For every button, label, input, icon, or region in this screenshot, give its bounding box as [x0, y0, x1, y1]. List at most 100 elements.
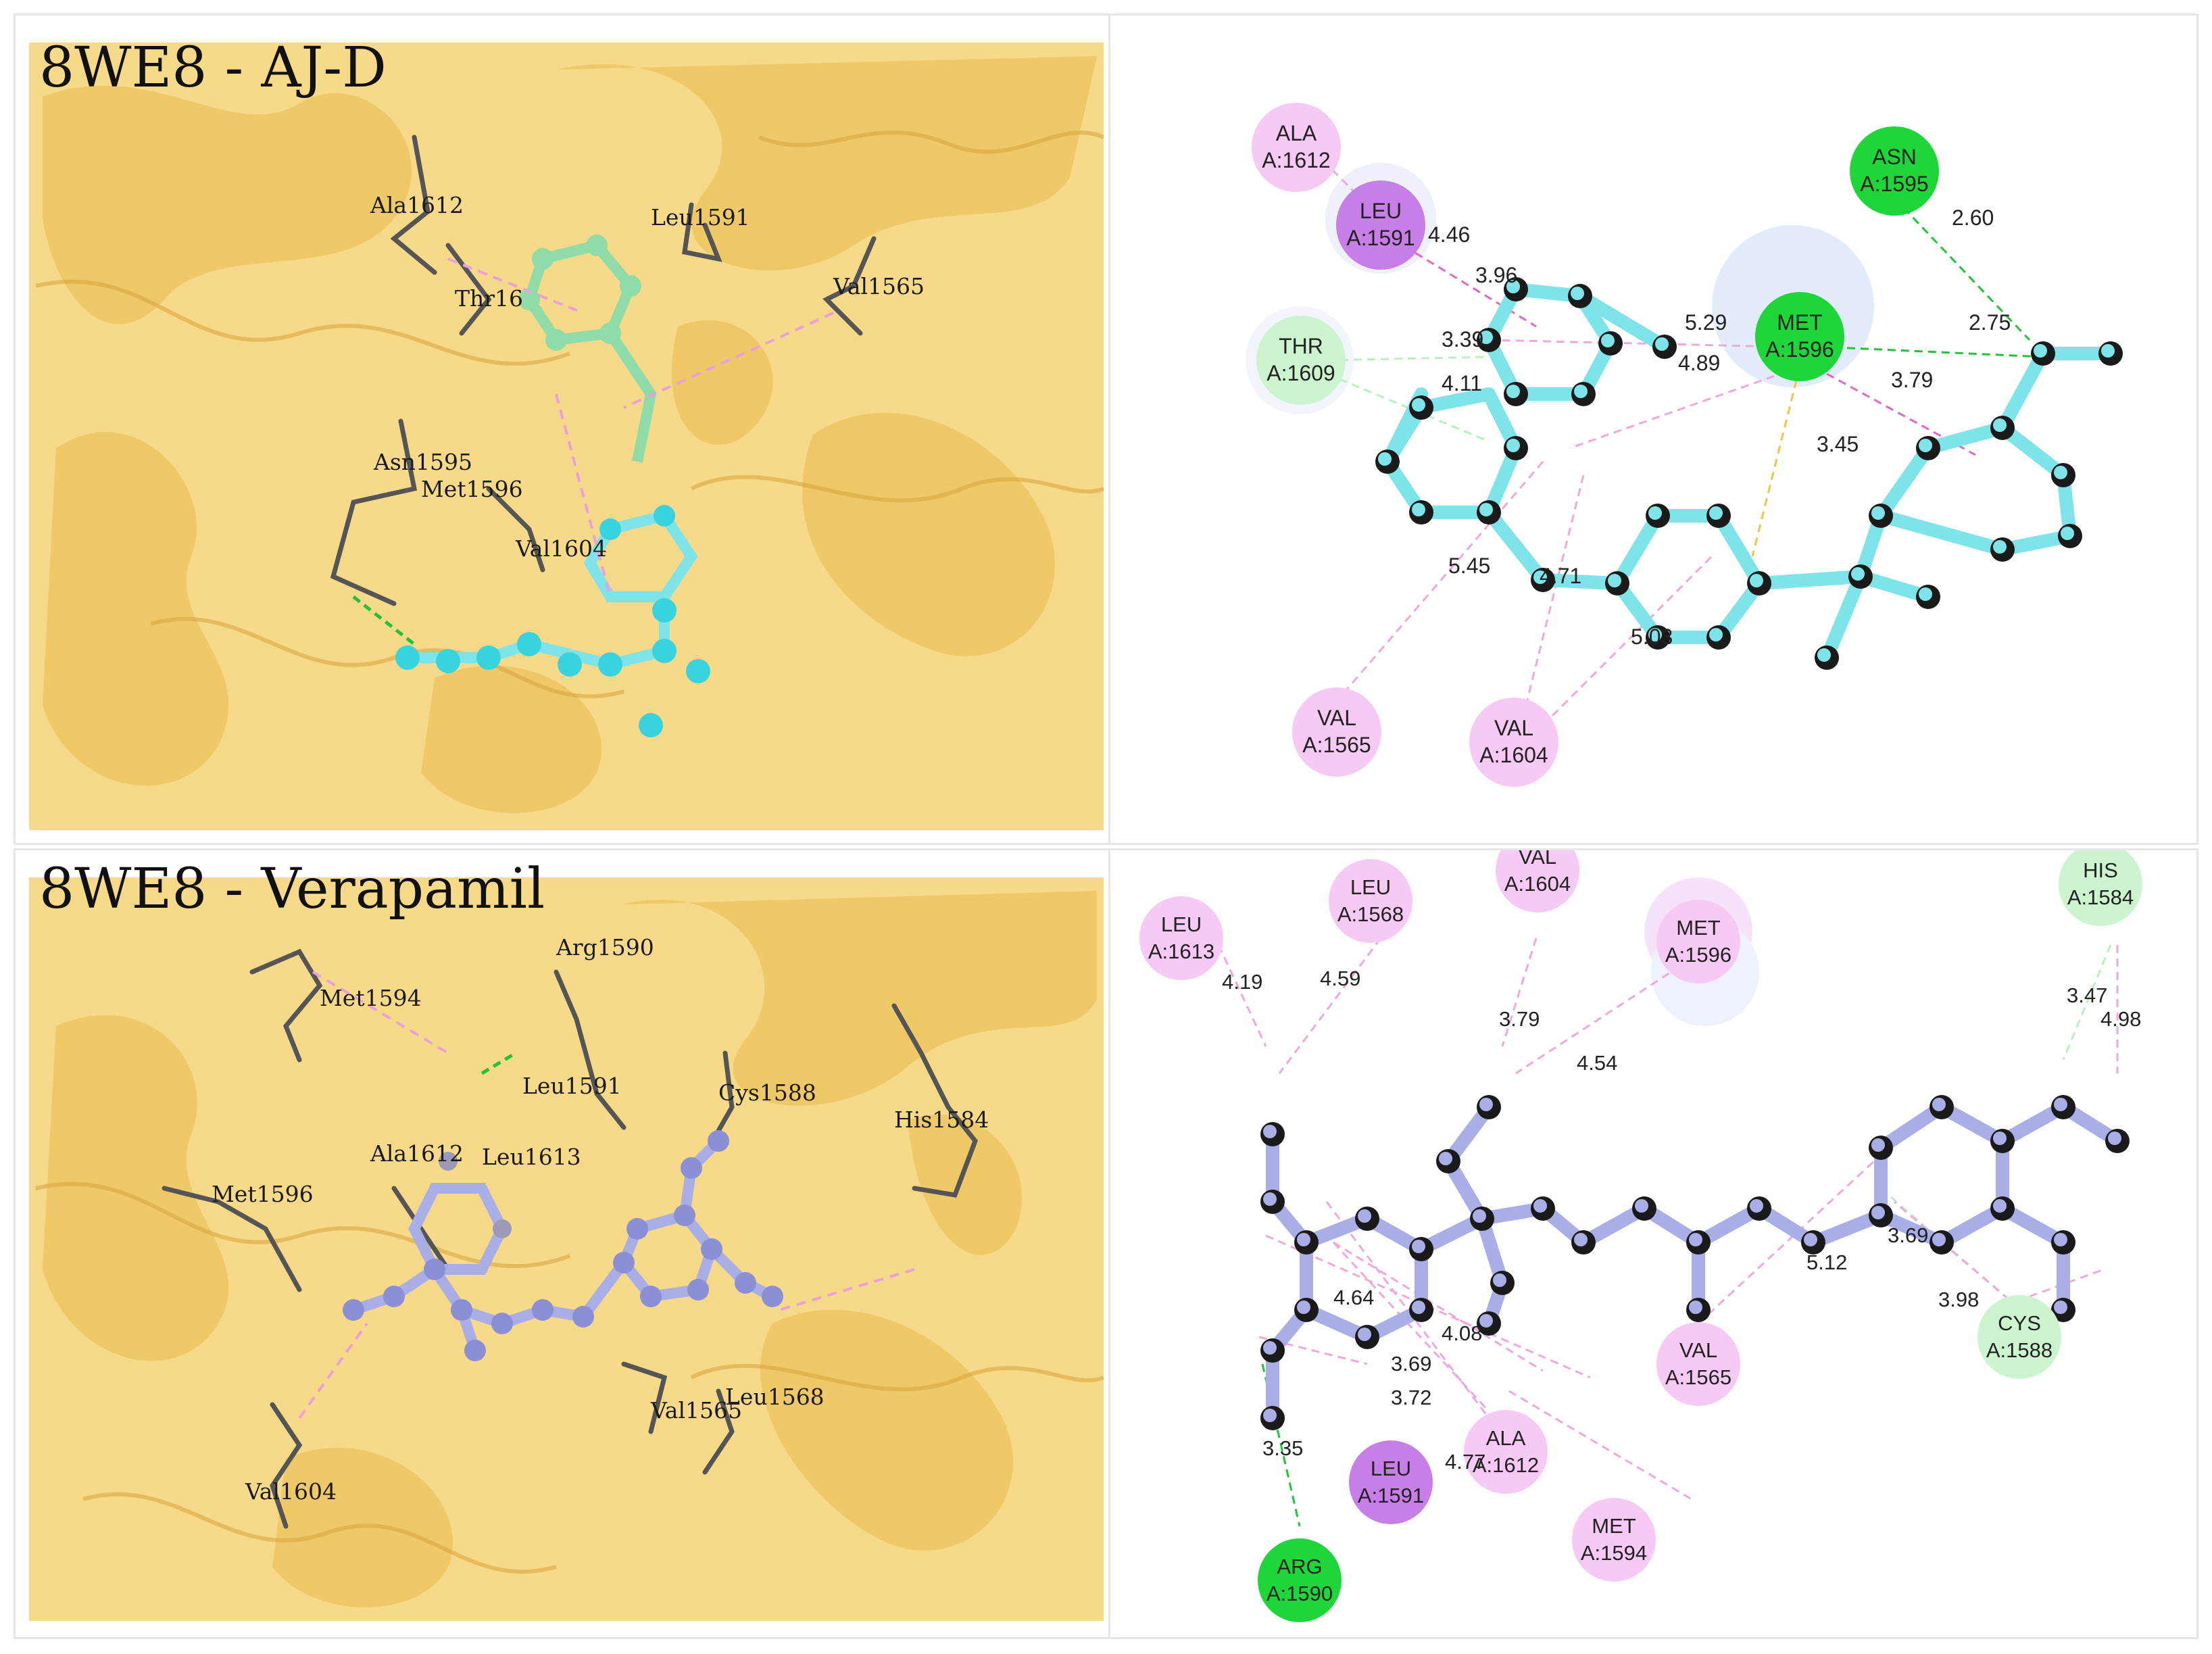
- residue-asn-1595: ASN A:1595: [1850, 126, 1939, 216]
- residue-label: Leu1591: [651, 204, 750, 230]
- panel-aj-d-2d-interactions: ALA A:1612 LEU A:1591 ASN A:1595 THR A:1…: [1108, 14, 2198, 845]
- residue-leu-1568: LEU A:1568: [1329, 859, 1412, 943]
- residue-label: Met1596: [421, 476, 523, 502]
- svg-text:ARG: ARG: [1277, 1555, 1322, 1578]
- distance-label: 2.75: [1969, 310, 2011, 335]
- residue-met-1596: MET A:1596: [1755, 292, 1844, 381]
- svg-text:A:1596: A:1596: [1765, 337, 1834, 362]
- svg-text:MET: MET: [1777, 310, 1823, 335]
- distance-label: 3.79: [1891, 368, 1933, 392]
- distance-label: 4.46: [1428, 222, 1470, 247]
- distance-label: 3.69: [1391, 1352, 1431, 1376]
- residue-label: Leu1591: [522, 1073, 622, 1099]
- residue-arg-1590: ARG A:1590: [1258, 1538, 1342, 1622]
- residue-val-1565: VAL A:1565: [1656, 1322, 1740, 1406]
- panel-aj-d-3d: 8WE8 - AJ-D Ala1612 Leu1591 Thr16 Val156…: [14, 14, 1115, 845]
- panel-title: 8WE8 - AJ-D: [39, 36, 387, 100]
- residue-ala-1612: ALA A:1612: [1252, 103, 1341, 192]
- residue-cys-1588: CYS A:1588: [1977, 1295, 2061, 1379]
- panel-title: 8WE8 - Verapamil: [39, 857, 545, 921]
- residue-his-1584: HIS A:1584: [2059, 850, 2142, 926]
- residue-leu-1591: LEU A:1591: [1349, 1440, 1433, 1524]
- residue-label: Leu1568: [725, 1384, 825, 1410]
- distance-label: 2.60: [1952, 205, 1994, 230]
- svg-text:A:1612: A:1612: [1473, 1453, 1539, 1477]
- distance-label: 4.89: [1678, 351, 1720, 375]
- svg-text:LEU: LEU: [1350, 875, 1391, 899]
- svg-text:ALA: ALA: [1486, 1426, 1526, 1450]
- ligand-atom-highlights: [1378, 280, 2115, 662]
- distance-label: 4.98: [2100, 1007, 2141, 1031]
- svg-text:LEU: LEU: [1360, 199, 1402, 223]
- svg-text:A:1594: A:1594: [1581, 1541, 1647, 1565]
- svg-text:VAL: VAL: [1494, 716, 1533, 740]
- svg-text:A:1591: A:1591: [1346, 226, 1415, 250]
- protein-surface: [29, 43, 1105, 830]
- panel-verapamil-3d: 8WE8 - Verapamil Arg1590 Met1594 Leu1591…: [14, 848, 1115, 1639]
- distance-label: 4.08: [1442, 1321, 1482, 1345]
- residue-label: Met1594: [320, 985, 422, 1011]
- distance-label: 4.11: [1442, 371, 1482, 395]
- residue-met-1594: MET A:1594: [1572, 1498, 1656, 1582]
- residue-labels: Arg1590 Met1594 Leu1591 Cys1588 His1584 …: [212, 934, 989, 1505]
- distance-label: 3.98: [1938, 1288, 1979, 1311]
- svg-text:A:1612: A:1612: [1262, 148, 1330, 172]
- panel-verapamil-2d-interactions: LEU A:1613 LEU A:1568 VAL A:1604 MET A:1…: [1108, 848, 2198, 1639]
- svg-text:A:1565: A:1565: [1665, 1365, 1731, 1389]
- svg-text:A:1609: A:1609: [1267, 361, 1335, 385]
- residue-label: Asn1595: [373, 449, 472, 475]
- svg-text:THR: THR: [1279, 334, 1323, 358]
- svg-text:VAL: VAL: [1679, 1338, 1717, 1362]
- residue-label: Met1596: [212, 1181, 314, 1207]
- svg-text:A:1588: A:1588: [1986, 1338, 2053, 1362]
- svg-text:CYS: CYS: [1998, 1311, 2041, 1335]
- distance-label: 3.45: [1817, 432, 1859, 456]
- distance-label: 5.03: [1631, 625, 1673, 649]
- interaction-lines: [1217, 938, 2119, 1527]
- residue-thr-1609: THR A:1609: [1256, 316, 1346, 405]
- residue-label: Cys1588: [718, 1079, 816, 1106]
- distance-label: 3.47: [2067, 983, 2107, 1007]
- distance-label: 3.39: [1442, 327, 1483, 351]
- residue-ala-1612: ALA A:1612: [1464, 1410, 1548, 1494]
- distance-label: 5.12: [1807, 1250, 1847, 1274]
- interaction-diagram: ALA A:1612 LEU A:1591 ASN A:1595 THR A:1…: [1246, 103, 2123, 787]
- residue-val-1604: VAL A:1604: [1496, 850, 1579, 913]
- residue-label: His1584: [894, 1106, 989, 1133]
- svg-text:LEU: LEU: [1371, 1457, 1411, 1480]
- distance-label: 4.64: [1333, 1286, 1374, 1309]
- distance-label: 3.96: [1475, 263, 1517, 287]
- residue-label: Leu1613: [482, 1144, 581, 1170]
- residue-val-1604: VAL A:1604: [1469, 698, 1558, 787]
- svg-text:A:1596: A:1596: [1665, 943, 1731, 967]
- distance-label: 5.29: [1685, 310, 1727, 335]
- distance-label: 4.59: [1320, 967, 1360, 990]
- residue-label: Thr16: [455, 285, 523, 312]
- residue-val-1565: VAL A:1565: [1292, 687, 1381, 777]
- distance-label: 5.45: [1448, 554, 1490, 578]
- svg-text:VAL: VAL: [1519, 850, 1556, 869]
- svg-text:A:1595: A:1595: [1860, 172, 1928, 196]
- protein-surface: [29, 877, 1105, 1621]
- distance-labels: 4.19 4.59 3.79 4.54 3.47 4.98 5.12 3.69 …: [1222, 967, 2141, 1474]
- residue-label: Val1604: [245, 1478, 337, 1505]
- svg-text:A:1590: A:1590: [1267, 1582, 1333, 1605]
- svg-text:A:1604: A:1604: [1504, 872, 1571, 896]
- distance-label: 3.35: [1262, 1436, 1303, 1460]
- distance-label: 4.19: [1222, 970, 1262, 994]
- svg-text:A:1604: A:1604: [1479, 743, 1548, 767]
- residue-leu-1613: LEU A:1613: [1139, 896, 1223, 980]
- svg-text:HIS: HIS: [2083, 858, 2118, 882]
- svg-text:A:1613: A:1613: [1148, 940, 1214, 963]
- svg-text:A:1591: A:1591: [1358, 1484, 1424, 1507]
- svg-text:A:1565: A:1565: [1302, 733, 1371, 757]
- residue-label: Ala1612: [370, 192, 464, 218]
- residue-met-1596: MET A:1596: [1656, 900, 1740, 983]
- residue-label: Ala1612: [370, 1140, 464, 1167]
- residue-label: Val1604: [515, 535, 607, 562]
- distance-label: 3.69: [1888, 1223, 1928, 1247]
- residue-label: Val1565: [833, 273, 925, 299]
- svg-text:A:1568: A:1568: [1337, 902, 1404, 926]
- svg-text:MET: MET: [1592, 1514, 1636, 1538]
- interaction-diagram: LEU A:1613 LEU A:1568 VAL A:1604 MET A:1…: [1139, 850, 2142, 1622]
